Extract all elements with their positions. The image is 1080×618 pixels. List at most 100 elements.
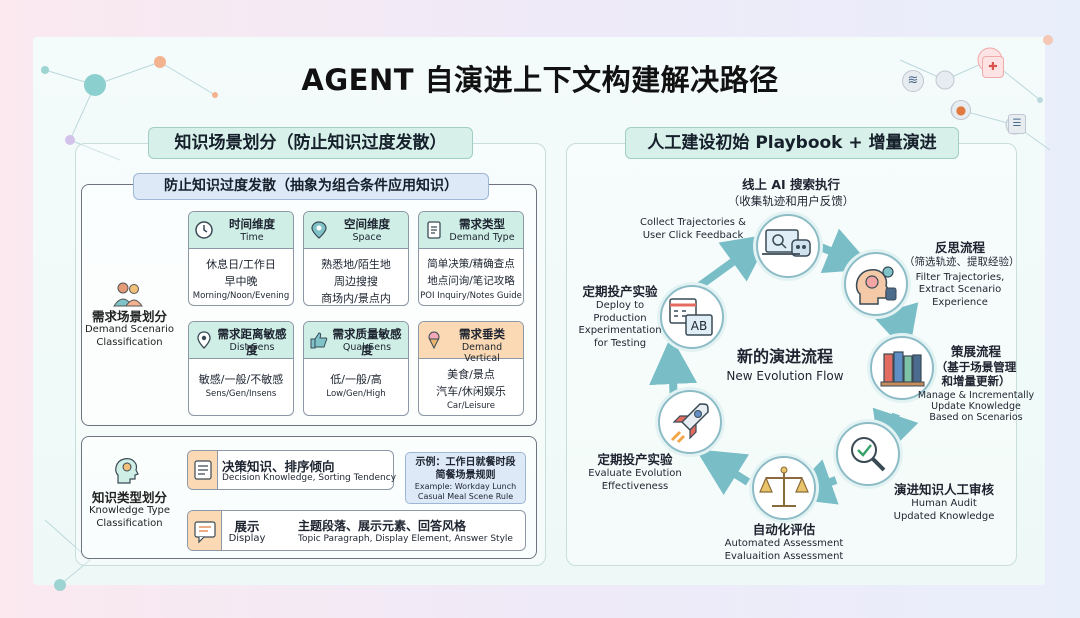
reflect-en2: Extract Scenario <box>918 284 1002 295</box>
rocket-icon <box>670 403 709 444</box>
deploy-en3: Experimentation <box>578 325 662 336</box>
evaluate-zh1: 定期投产实验 <box>597 452 673 467</box>
audit-en1: Human Audit <box>911 498 977 509</box>
location-icon <box>197 331 211 349</box>
audit-en2: Updated Knowledge <box>893 510 995 522</box>
knowledge-type-zh: 知识类型划分 <box>91 490 167 505</box>
card-demand-vertical-en: Demand Vertical <box>461 342 503 364</box>
evaluate-label: 定期投产实验 Evaluate Evolution Effectiveness <box>570 452 700 493</box>
display-title: 展示 <box>234 519 260 534</box>
assess-en1: Automated Assessment <box>724 538 844 549</box>
knowledge-type-en1: Knowledge Type <box>88 505 171 516</box>
reflect-en1: Filter Trajectories, <box>915 271 1005 283</box>
card-demand-type-en: Demand Type <box>449 232 515 243</box>
reflect-en3: Experience <box>932 296 988 308</box>
card-time-title: 时间维度 <box>229 217 275 231</box>
knowledge-type-en2: Classification <box>96 518 163 529</box>
demand-scenario-en2: Classification <box>96 337 163 348</box>
ab-text: AB <box>691 319 707 333</box>
card-qual-sens-en: Qual-Sens <box>342 342 392 353</box>
example-box: 示例：工作日就餐时段 简餐场景规则 Example: Workday Lunch… <box>405 452 526 504</box>
card-line: 休息日/工作日 <box>206 258 276 271</box>
display-desc-en: Topic Paragraph, Display Element, Answer… <box>298 534 513 544</box>
card-dist-sens-title: 需求距离敏感度 <box>217 327 287 357</box>
card-small: Car/Leisure <box>446 401 496 411</box>
list-icon <box>188 451 218 489</box>
node-audit <box>836 422 900 486</box>
center-label: 新的演进流程 New Evolution Flow <box>700 346 870 384</box>
card-line: 地点问询/笔记攻略 <box>427 275 515 287</box>
example-en2: Casual Meal Scene Rule <box>417 492 514 501</box>
card-time-en: Time <box>240 232 264 243</box>
reflect-label: 反思流程 （筛选轨迹、提取经验） Filter Trajectories, Ex… <box>904 240 1020 309</box>
card-small: Sens/Gen/Insens <box>205 389 277 399</box>
assess-zh1: 自动化评估 <box>752 522 816 537</box>
node-deploy: AB <box>660 285 724 349</box>
thumbs-up-icon <box>310 332 328 349</box>
deploy-en4: for Testing <box>593 337 647 349</box>
card-line: 美食/景点 <box>447 368 495 381</box>
page-title: AGENT 自演进上下文构建解决路径 <box>301 63 779 97</box>
card-demand-vertical-title: 需求垂类 <box>459 327 505 341</box>
decision-knowledge-item: 决策知识、排序倾向 Decision Knowledge, Sorting Te… <box>187 450 397 490</box>
card-dist-sens-en: Dist-Sens <box>229 342 275 353</box>
node-evaluate <box>658 390 722 454</box>
card-demand-vertical: 需求垂类 Demand Vertical 美食/景点汽车/休闲娱乐 Car/Lei… <box>418 321 524 416</box>
card-small: Low/Gen/High <box>326 389 386 399</box>
card-qual-sens-title: 需求质量敏感度 <box>332 327 402 357</box>
card-space-en: Space <box>352 232 382 243</box>
robot-laptop-icon <box>762 229 811 257</box>
node-develop <box>870 336 934 400</box>
audit-label: 演进知识人工审核 Human Audit Updated Knowledge <box>884 482 1004 523</box>
list-card-icon: ☰ <box>1008 114 1026 134</box>
display-en: Display <box>228 533 266 544</box>
develop-zh2: （基于场景管理 <box>935 360 1017 374</box>
node-assess <box>752 456 816 520</box>
search-zh2: （收集轨迹和用户反馈） <box>727 194 855 208</box>
card-demand-type-title: 需求类型 <box>459 217 505 231</box>
search-en2: User Click Feedback <box>642 229 744 241</box>
deploy-en2: Production <box>593 312 647 324</box>
search-label: 线上 AI 搜索执行 （收集轨迹和用户反馈） <box>706 177 876 209</box>
demand-scenario-zh: 需求场景划分 <box>91 309 167 324</box>
calendar-ab-icon: AB <box>669 298 713 336</box>
display-item: 展示 Display 主题段落、展示元素、回答风格 Topic Paragrap… <box>187 510 526 551</box>
ice-cream-icon <box>428 331 440 350</box>
develop-en2: Update Knowledge <box>931 401 1021 412</box>
left-header: 知识场景划分（防止知识过度发散） <box>148 127 473 159</box>
assess-label: 自动化评估 Automated Assessment Evaluaition A… <box>714 522 854 563</box>
decision-en: Decision Knowledge, Sorting Tendency <box>222 473 397 483</box>
card-line: 简单决策/精确查点 <box>427 258 515 270</box>
node-reflect <box>844 252 908 316</box>
card-line: 汽车/休闲娱乐 <box>436 385 506 398</box>
card-small: Morning/Noon/Evening <box>192 291 290 301</box>
card-space-title: 空间维度 <box>344 217 390 231</box>
decision-title: 决策知识、排序倾向 <box>222 459 335 474</box>
card-line: 早中晚 <box>224 275 258 288</box>
card-small: POI Inquiry/Notes Guide <box>420 291 522 301</box>
brain-head-icon <box>115 458 139 484</box>
layers-icon: ≋ <box>902 70 924 92</box>
demand-scenario-en1: Demand Scenario <box>84 324 175 335</box>
knowledge-type-label: 知识类型划分 Knowledge Type Classification <box>82 491 177 530</box>
card-line: 商场内/景点内 <box>321 292 391 305</box>
right-header: 人工建设初始 Playbook + 增量演进 <box>625 127 959 159</box>
evaluate-en1: Evaluate Evolution <box>588 468 682 479</box>
deploy-label: 定期投产实验 Deploy to Production Experimentat… <box>570 284 670 350</box>
develop-en1: Manage & Incrementally <box>917 390 1035 401</box>
develop-label: 策展流程 （基于场景管理 和增量更新） Manage & Incremental… <box>917 344 1035 423</box>
center-zh: 新的演进流程 <box>736 347 833 366</box>
card-time: 时间维度 Time 休息日/工作日早中晚 Morning/Noon/Evening <box>188 211 294 306</box>
left-subheader: 防止知识过度发散（抽象为组合条件应用知识） <box>133 173 489 200</box>
deploy-zh1: 定期投产实验 <box>582 284 658 299</box>
node-search <box>756 214 820 278</box>
example-en1: Example: Workday Lunch <box>414 482 517 491</box>
books-icon <box>880 351 925 387</box>
card-line: 周边搜搜 <box>334 275 378 288</box>
magnifier-check-icon <box>851 437 886 472</box>
display-desc-zh: 主题段落、展示元素、回答风格 <box>298 519 467 533</box>
audit-zh1: 演进知识人工审核 <box>893 482 994 497</box>
search-en1: Collect Trajectories & <box>640 217 746 228</box>
